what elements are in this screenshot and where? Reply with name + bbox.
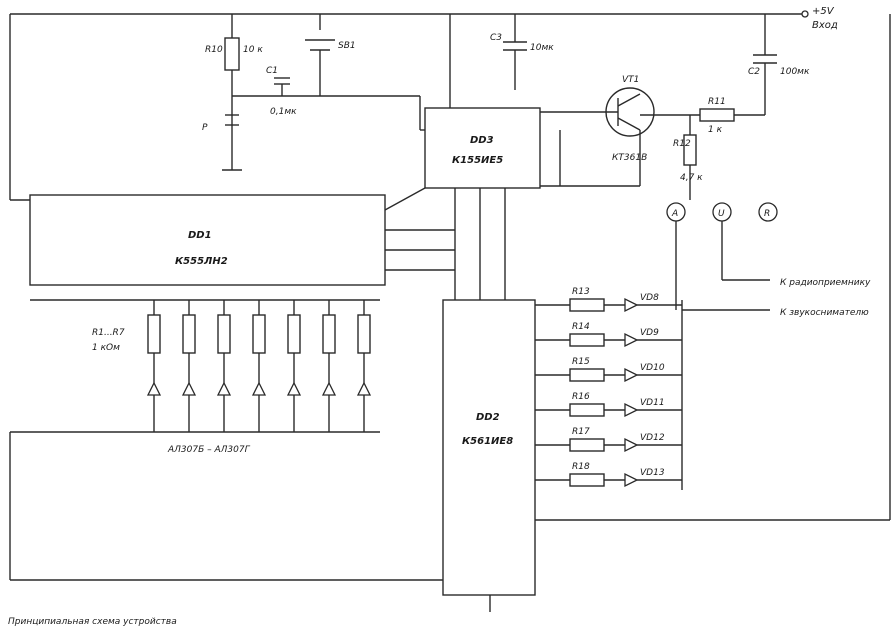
vd8-ref: VD8 — [640, 293, 659, 303]
vd12-ref: VD12 — [640, 433, 665, 443]
meter-r-symbol: R — [764, 209, 770, 219]
c2-ref: C2 — [748, 67, 760, 77]
diode-matrix: R13 R14 R15 R16 R17 R18 VD8 VD9 VD10 VD1… — [535, 287, 683, 490]
c1-ref: C1 — [266, 66, 278, 76]
r10-ref: R10 — [205, 45, 223, 55]
dd1-chip: DD1 К555ЛН2 — [29, 194, 386, 286]
dd2-chip: DD2 К561ИЕ8 — [442, 299, 536, 596]
led-group-label: АЛ307Б – АЛ307Г — [167, 445, 251, 455]
r12-resistor: R12 4,7 к — [673, 115, 703, 200]
vd10-ref: VD10 — [640, 363, 665, 373]
r17-ref: R17 — [572, 427, 590, 437]
dd1-type: К555ЛН2 — [175, 256, 228, 267]
vt1-type: КТ361В — [612, 153, 647, 163]
pin-p-label: Р — [202, 123, 208, 133]
supply-rail — [9, 10, 809, 200]
sb1-switch: SB1 — [305, 14, 356, 96]
c3-ref: C3 — [490, 33, 502, 43]
vd9-ref: VD9 — [640, 328, 659, 338]
vd11-ref: VD11 — [640, 398, 665, 408]
meter-r-icon — [758, 202, 778, 222]
c3-capacitor: C3 10мк — [490, 14, 554, 90]
signal-out-label: К радиоприемнику — [780, 278, 871, 288]
meter-jacks: A U R К радиоприемнику К звукоснимателю — [666, 202, 871, 318]
resistor-group-value: 1 кОм — [92, 343, 120, 353]
r14-ref: R14 — [572, 322, 590, 332]
r11-ref: R11 — [708, 97, 726, 107]
r12-value: 4,7 к — [680, 173, 703, 183]
r18-ref: R18 — [572, 462, 590, 472]
meter-u-symbol: U — [718, 209, 725, 219]
c3-value: 10мк — [530, 43, 554, 53]
meter-a-symbol: A — [671, 209, 678, 219]
pin-p-junction: Р — [202, 96, 242, 171]
dd3-type: К155ИЕ5 — [452, 155, 503, 166]
c2-value: 100мк — [780, 67, 810, 77]
r11-value: 1 к — [708, 125, 723, 135]
vt1-transistor: VT1 КТ361В — [540, 75, 655, 186]
dd2-type: К561ИЕ8 — [462, 436, 513, 447]
sb1-ref: SB1 — [338, 41, 356, 51]
supply-label: +5V — [812, 6, 835, 17]
r11-resistor: R11 1 к — [640, 97, 765, 135]
r10-value: 10 к — [243, 45, 263, 55]
resistor-group-refs: R1...R7 — [92, 328, 125, 338]
dd1-ref: DD1 — [188, 230, 212, 241]
r16-ref: R16 — [572, 392, 590, 402]
supply-terminal: +5V Вход — [812, 6, 838, 31]
led-ladder: R1...R7 1 кОм АЛ307Б – АЛ307Г — [10, 299, 380, 455]
c1-capacitor: C1 0,1мк — [232, 66, 420, 117]
r13-ref: R13 — [572, 287, 590, 297]
vt1-ref: VT1 — [622, 75, 639, 85]
dd3-chip: DD3 К155ИЕ5 — [424, 107, 541, 189]
r15-ref: R15 — [572, 357, 590, 367]
r12-ref: R12 — [673, 139, 691, 149]
supply-sublabel: Вход — [812, 20, 838, 31]
signal-in-label: К звукоснимателю — [780, 308, 869, 318]
dd3-ref: DD3 — [470, 135, 494, 146]
c1-value: 0,1мк — [270, 107, 297, 117]
dd2-ref: DD2 — [476, 412, 500, 423]
c2-capacitor: C2 100мк — [748, 14, 810, 115]
diagram-caption: Принципиальная схема устройства — [8, 617, 177, 627]
vd13-ref: VD13 — [640, 468, 665, 478]
r10-resistor: R10 10 к — [205, 14, 263, 96]
